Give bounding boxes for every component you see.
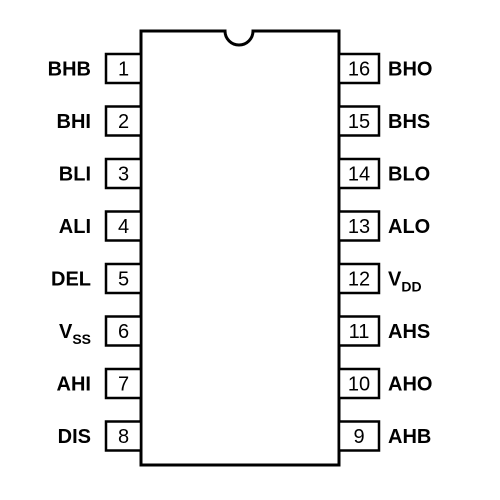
pin-number: 10 <box>348 374 370 396</box>
pin-3: 3 BLI <box>59 157 143 190</box>
pin-label-subscript: DD <box>401 279 421 295</box>
pin-number: 11 <box>349 321 370 343</box>
pin-13: 13 ALO <box>337 210 430 242</box>
pin-label-main: BLO <box>388 164 430 186</box>
pin-label-main: BHB <box>48 59 91 81</box>
pin-label: BHI <box>57 111 91 133</box>
pin-box <box>337 105 381 137</box>
pin-8: 8 DIS <box>58 420 143 452</box>
pin-box <box>337 420 381 452</box>
pin-number: 15 <box>348 111 370 133</box>
pin-box <box>104 210 143 242</box>
pin-label-main: V <box>59 321 73 343</box>
pin-label: BHS <box>388 111 430 133</box>
pin-box <box>337 262 381 295</box>
pin-number: 5 <box>118 269 129 291</box>
pin-9: 9 AHB <box>337 420 431 452</box>
pin-number: 1 <box>118 59 129 81</box>
pin-box <box>104 420 143 452</box>
pin-10: 10 AHO <box>337 367 432 400</box>
pin-12: 12 VDD <box>337 262 422 295</box>
chip-body <box>139 29 341 467</box>
pin-label-main: DEL <box>51 269 91 291</box>
pin-label: VSS <box>59 321 91 347</box>
pin-label-main: AHB <box>388 426 431 448</box>
pin-box <box>104 315 143 347</box>
pin-number: 6 <box>118 321 129 343</box>
pin-label-main: ALO <box>388 216 430 238</box>
pin-box <box>104 367 143 400</box>
pin-label: DEL <box>51 269 91 291</box>
pin-4: 4 ALI <box>59 210 143 242</box>
pin-label: ALO <box>388 216 430 238</box>
pin-label-main: BLI <box>59 164 91 186</box>
pin-1: 1 BHB <box>48 52 143 85</box>
pin-number: 7 <box>118 374 129 396</box>
pin-number: 9 <box>353 426 364 448</box>
pin-box <box>337 210 381 242</box>
pin-label-main: BHO <box>388 59 432 81</box>
pin-box <box>104 157 143 190</box>
pin-label-main: V <box>388 269 402 291</box>
pin-label: VDD <box>388 269 422 295</box>
pin-number: 13 <box>348 216 370 238</box>
pin-7: 7 AHI <box>57 367 143 400</box>
pin-number: 16 <box>348 59 370 81</box>
pin-label-main: BHI <box>57 111 91 133</box>
pin-number: 14 <box>348 164 370 186</box>
pin-number: 4 <box>118 216 129 238</box>
pin-box <box>104 52 143 85</box>
pin-label-main: DIS <box>58 426 91 448</box>
pin-number: 2 <box>118 111 129 133</box>
pin-box <box>104 262 143 295</box>
pin-number: 3 <box>118 164 129 186</box>
pin-label: AHB <box>388 426 431 448</box>
pin-label: DIS <box>58 426 91 448</box>
pin-label-main: AHS <box>388 321 430 343</box>
pin-number: 12 <box>348 269 370 291</box>
pin-box <box>337 367 381 400</box>
pin-label-main: ALI <box>59 216 91 238</box>
pin-number: 8 <box>118 426 129 448</box>
pin-label-main: AHO <box>388 374 432 396</box>
pin-15: 15 BHS <box>337 105 430 137</box>
pin-label: BHO <box>388 59 432 81</box>
pin-box <box>104 105 143 137</box>
pin-label: AHO <box>388 374 432 396</box>
pin-label: ALI <box>59 216 91 238</box>
pin-11: 11 AHS <box>337 315 430 347</box>
pin-box <box>337 52 381 85</box>
pin-label: AHI <box>57 374 91 396</box>
pin-2: 2 BHI <box>57 105 143 137</box>
pin-box <box>337 157 381 190</box>
pin-label: BLO <box>388 164 430 186</box>
pin-label: BHB <box>48 59 91 81</box>
pin-label-subscript: SS <box>72 331 91 347</box>
pin-14: 14 BLO <box>337 157 430 190</box>
pin-16: 16 BHO <box>337 52 432 85</box>
pin-box <box>337 315 381 347</box>
pin-label-main: BHS <box>388 111 430 133</box>
pin-label: BLI <box>59 164 91 186</box>
pin-5: 5 DEL <box>51 262 143 295</box>
pin-label: AHS <box>388 321 430 343</box>
pin-label-main: AHI <box>57 374 91 396</box>
pin-6: 6 VSS <box>59 315 143 347</box>
